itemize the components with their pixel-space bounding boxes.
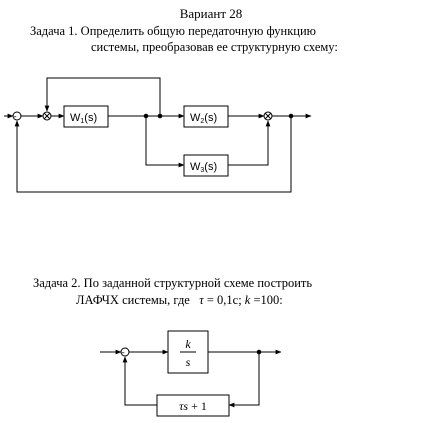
block-w3-label: W3(s): [190, 161, 217, 174]
task2-line2-text: ЛАФЧХ системы, где: [76, 293, 190, 307]
feedback-line-2: [122, 356, 157, 406]
feedback-block-label: τs + 1: [179, 399, 207, 413]
tau-value: = 0,1с;: [203, 293, 245, 307]
main-feedback-line: [14, 116, 292, 193]
svg-text:-: -: [14, 112, 17, 122]
task1-statement-line1: Задача 1. Определить общую передаточную …: [30, 24, 316, 38]
block-w2-label: W2(s): [190, 112, 217, 125]
parallel-branch-line: [145, 116, 185, 168]
tau-symbol: τ: [199, 293, 204, 307]
block-w1-label: W1(s): [70, 112, 97, 125]
forward-denominator: s: [186, 355, 191, 369]
svg-text:-: -: [122, 348, 125, 358]
forward-numerator: k: [185, 337, 191, 351]
block-diagram-task2: -: [100, 330, 282, 417]
k-symbol: k: [244, 293, 251, 307]
block-labels-task1: W1(s) W2(s) W3(s): [70, 112, 217, 174]
block-labels-task2: k s τs + 1: [179, 337, 207, 413]
variant-title: Вариант 28: [179, 6, 243, 21]
task2-statement-line2: ЛАФЧХ системы, где τ = 0,1с; k =100:: [76, 293, 283, 307]
local-feedback-line: [44, 77, 161, 116]
block-diagram-task1: -: [4, 77, 312, 193]
k-value: =100:: [250, 293, 283, 307]
task2-statement-line1: Задача 2. По заданной структурной схеме …: [33, 276, 313, 290]
task1-statement-line2: системы, преобразовав ее структурную схе…: [91, 40, 338, 54]
